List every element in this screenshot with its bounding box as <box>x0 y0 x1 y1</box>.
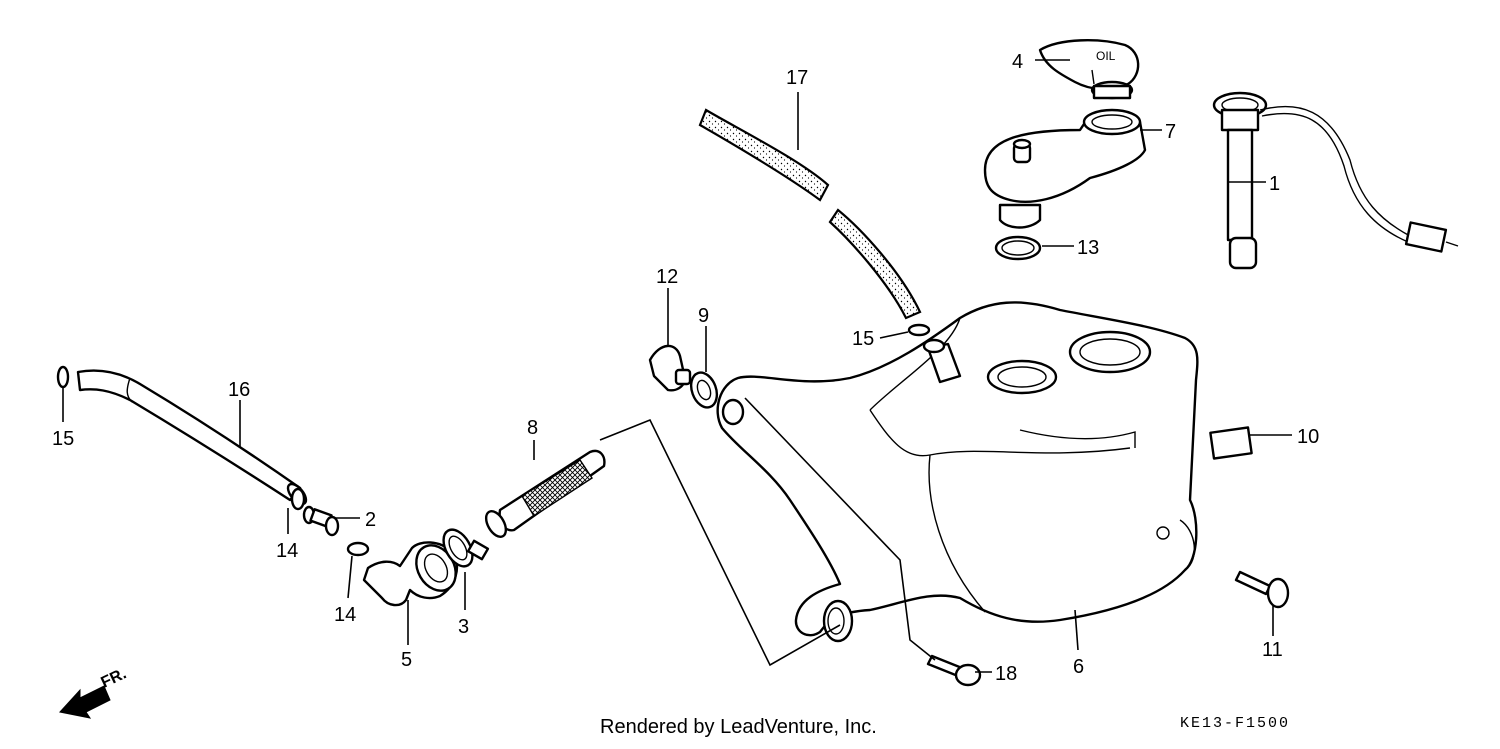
callout-11: 11 <box>1262 639 1283 661</box>
filler-neck-bracket <box>983 108 1147 229</box>
breather-hose <box>698 108 922 320</box>
callout-18: 18 <box>995 663 1017 685</box>
callout-15b: 15 <box>52 428 74 450</box>
callout-13: 13 <box>1077 237 1099 259</box>
hose-clamp <box>442 528 490 568</box>
grommet <box>689 371 719 409</box>
oil-hose <box>76 369 308 506</box>
hose-clip <box>907 323 931 337</box>
oil-strainer <box>484 449 606 538</box>
mounting-bolt <box>926 654 982 687</box>
callout-4: 4 <box>1012 51 1023 73</box>
callout-2: 2 <box>365 509 376 531</box>
callout-labels: 1 2 3 4 5 6 7 8 9 10 11 12 13 14 14 15 1… <box>52 51 1319 685</box>
hose-clip <box>290 487 306 511</box>
drain-valve <box>648 344 692 392</box>
caution-label-sticker <box>1209 426 1253 460</box>
hose-clip <box>56 365 70 389</box>
hose-clip <box>346 541 370 557</box>
credit-line: Rendered by LeadVenture, Inc. <box>600 716 877 738</box>
callout-12: 12 <box>656 266 678 288</box>
callout-14b: 14 <box>334 604 356 626</box>
assembly-guide-line <box>744 397 936 661</box>
joint-bolt <box>302 505 340 537</box>
callout-3: 3 <box>458 616 469 638</box>
callout-10: 10 <box>1297 426 1319 448</box>
front-direction-arrow-icon: FR. <box>59 665 130 719</box>
callout-5: 5 <box>401 649 412 671</box>
oil-tank <box>716 301 1199 643</box>
leader-lines <box>62 59 1292 673</box>
oil-level-sensor <box>1212 91 1459 270</box>
callout-15a: 15 <box>852 328 874 350</box>
drawing-code: KE13-F1500 <box>1180 715 1291 732</box>
hose-elbow-joint <box>362 541 459 607</box>
oil-filler-cap: OIL <box>1038 39 1140 100</box>
cap-oil-marking: OIL <box>1096 49 1116 63</box>
callout-1: 1 <box>1269 173 1280 195</box>
callout-6: 6 <box>1073 656 1084 678</box>
callout-14a: 14 <box>276 540 298 562</box>
assembly-guide-line <box>599 418 841 667</box>
front-direction-label: FR. <box>99 665 130 691</box>
callout-9: 9 <box>698 305 709 327</box>
callout-8: 8 <box>527 417 538 439</box>
callout-7: 7 <box>1165 121 1176 143</box>
mounting-bolt <box>1234 570 1290 609</box>
callout-16: 16 <box>228 379 250 401</box>
callout-17: 17 <box>786 67 808 89</box>
